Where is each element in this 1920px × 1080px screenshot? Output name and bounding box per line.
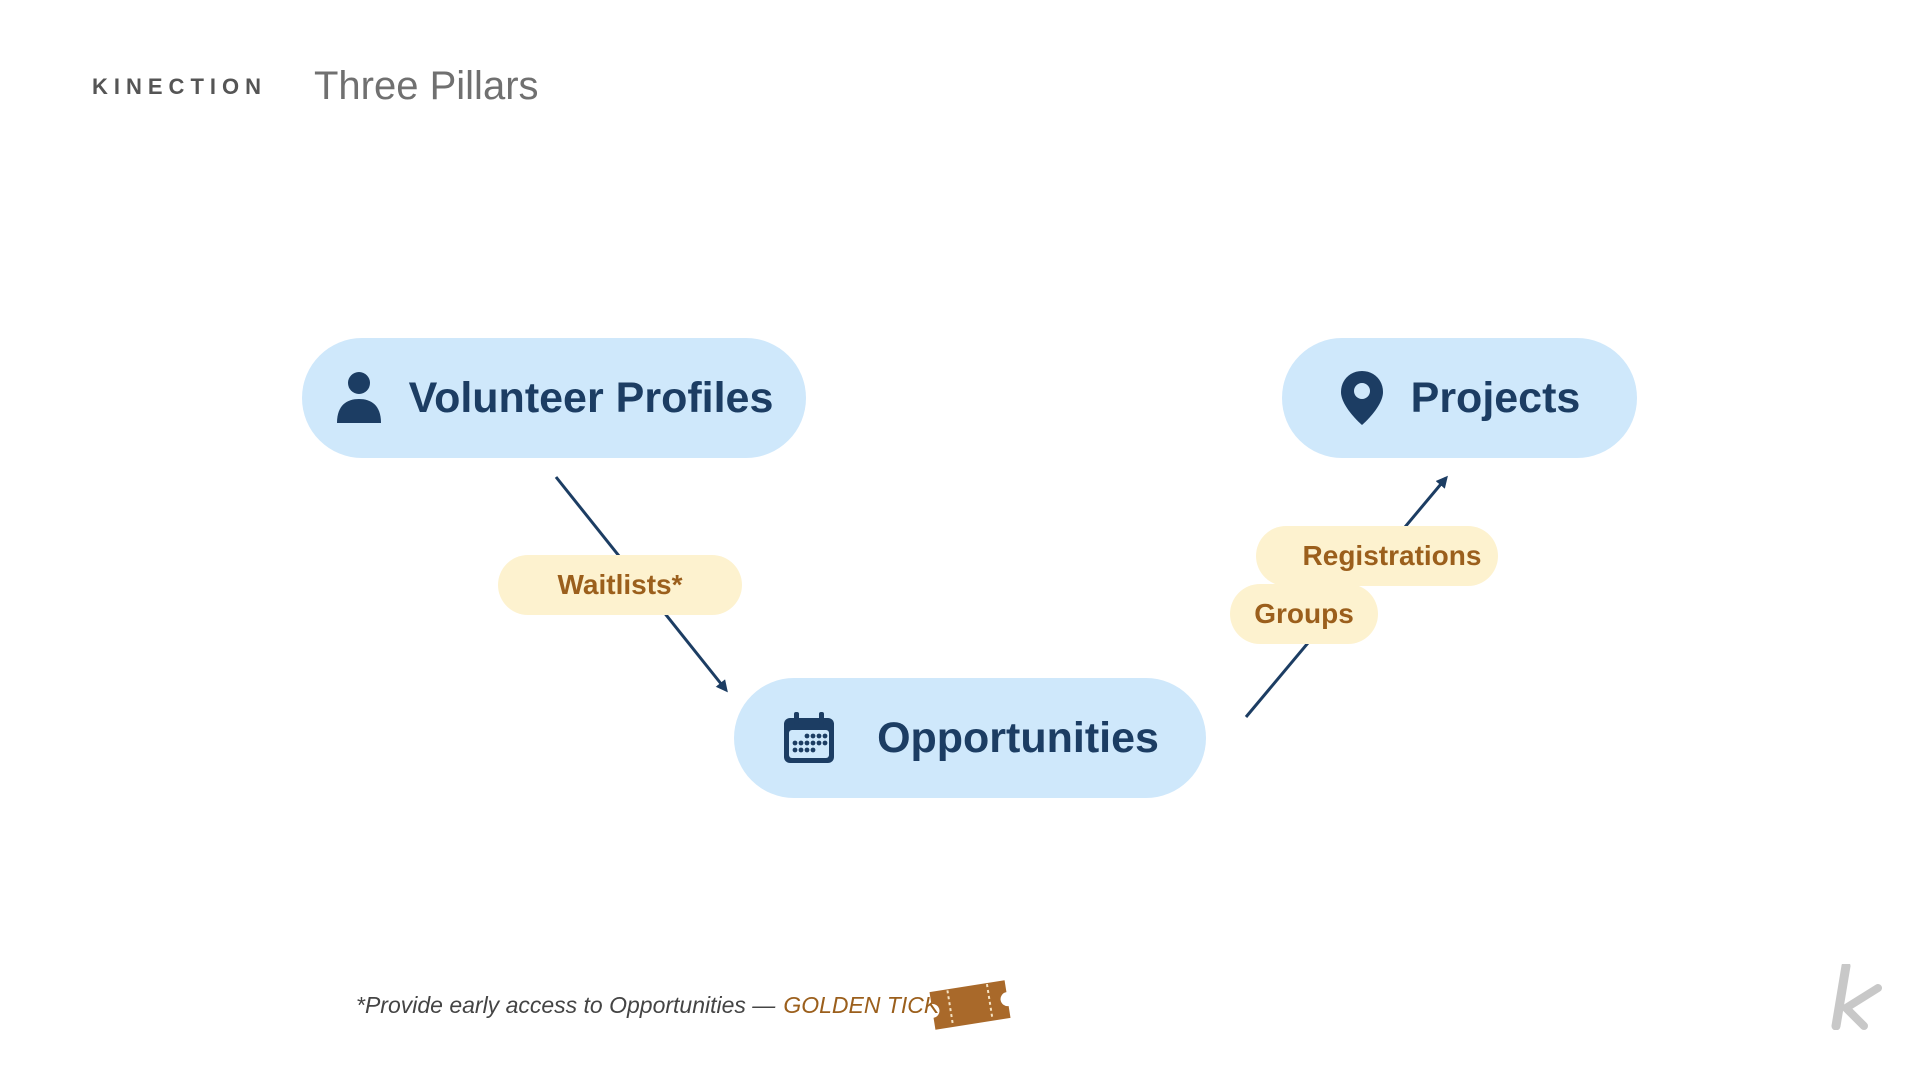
brand-wordmark: KINECTION (92, 74, 267, 99)
node-label: Opportunities (877, 713, 1159, 762)
node-volunteer-profiles: Volunteer Profiles (302, 338, 806, 458)
tag-groups: Groups (1230, 584, 1378, 644)
node-label: Projects (1410, 373, 1581, 422)
kinection-k-logo (1828, 961, 1884, 1035)
tag-registrations: Registrations (1256, 526, 1498, 586)
calendar-icon (781, 710, 837, 766)
person-icon (335, 371, 383, 425)
footnote: *Provide early access to Opportunities —… (356, 992, 969, 1019)
map-pin-icon (1339, 369, 1385, 427)
ticket-icon (926, 978, 1014, 1037)
page-title: Three Pillars (314, 64, 539, 108)
node-opportunities: Opportunities (734, 678, 1206, 798)
tag-waitlists: Waitlists* (498, 555, 742, 615)
node-projects: Projects (1282, 338, 1637, 458)
footnote-text: *Provide early access to Opportunities — (356, 992, 776, 1018)
node-label: Volunteer Profiles (408, 373, 774, 422)
